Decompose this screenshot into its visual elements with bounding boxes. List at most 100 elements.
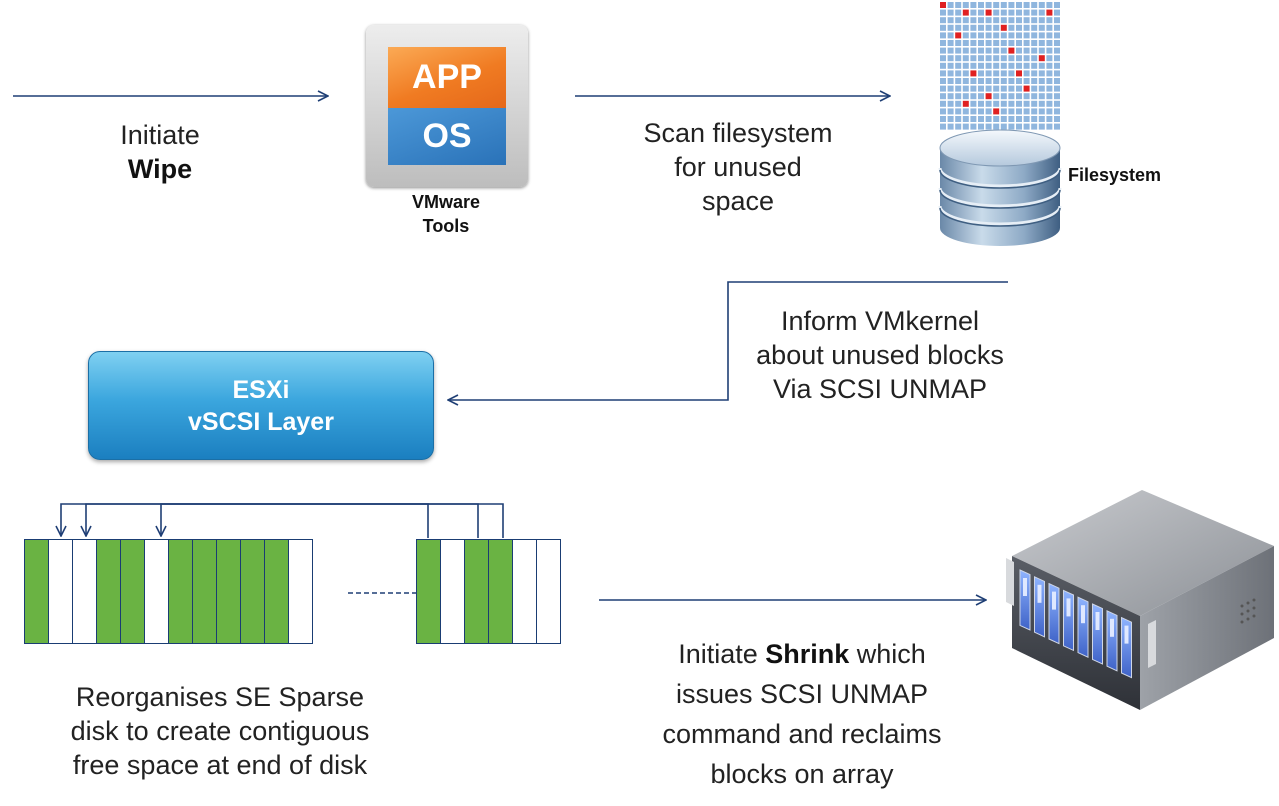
grid-cell	[1016, 93, 1022, 100]
grid-cell	[1038, 123, 1045, 130]
grid-cell	[1054, 70, 1060, 77]
used-block	[120, 539, 145, 644]
shrink-line3: command and reclaims	[662, 719, 942, 749]
shrink-caption: Initiate Shrink which issues SCSI UNMAP …	[612, 634, 992, 794]
grid-cell	[1016, 2, 1022, 8]
free-block	[512, 539, 537, 644]
grid-cell	[1031, 85, 1038, 92]
grid-cell	[940, 116, 946, 122]
grid-cell	[978, 70, 984, 77]
grid-cell	[1016, 55, 1022, 62]
grid-cell	[1016, 40, 1022, 46]
grid-cell	[955, 108, 962, 115]
grid-cell	[993, 100, 1000, 107]
esxi-line2: vSCSI Layer	[188, 407, 334, 436]
grid-cell	[1016, 78, 1022, 84]
grid-cell	[1008, 24, 1015, 31]
grid-cell	[970, 78, 977, 84]
grid-cell	[985, 9, 992, 16]
grid-cell	[955, 2, 962, 8]
grid-cell	[947, 123, 954, 130]
grid-cell	[1000, 17, 1007, 24]
grid-cell	[1031, 9, 1038, 16]
grid-cell	[947, 2, 954, 8]
grid-cell	[1008, 9, 1015, 16]
grid-cell	[962, 85, 969, 92]
grid-cell	[1046, 93, 1053, 100]
grid-cell	[970, 32, 977, 39]
grid-cell	[993, 85, 1000, 92]
grid-cell	[993, 47, 1000, 54]
drive-bay	[1063, 589, 1074, 652]
grid-cell	[978, 24, 984, 31]
grid-cell	[985, 78, 992, 84]
filesystem-label: Filesystem	[1068, 165, 1162, 185]
grid-cell	[993, 123, 1000, 130]
drive-handle	[1124, 625, 1129, 644]
initiate-wipe-line1: Initiate	[120, 120, 200, 150]
grid-cell	[947, 78, 954, 84]
grid-cell	[993, 24, 1000, 31]
grid-cell	[985, 85, 992, 92]
free-block	[144, 539, 169, 644]
grid-cell	[1000, 24, 1007, 31]
grid-cell	[1046, 32, 1053, 39]
grid-cell	[1023, 100, 1030, 107]
app-label: APP	[388, 47, 506, 108]
grid-cell	[1000, 32, 1007, 39]
grid-cell	[1054, 47, 1060, 54]
grid-cell	[985, 2, 992, 8]
grid-cell	[940, 9, 946, 16]
shrink-line4: blocks on array	[710, 759, 894, 789]
drive-handle	[1023, 578, 1027, 596]
grid-cell	[1054, 116, 1060, 122]
grid-cell	[947, 9, 954, 16]
inform-line3: Via SCSI UNMAP	[772, 374, 988, 404]
scan-caption: Scan filesystem for unused space	[618, 116, 858, 218]
shrink-line1: Initiate Shrink which	[612, 634, 992, 674]
grid-cell	[993, 93, 1000, 100]
grid-cell	[1054, 55, 1060, 62]
scan-line3: space	[701, 186, 775, 216]
grid-cell	[955, 100, 962, 107]
grid-cell	[962, 55, 969, 62]
grid-cell	[962, 123, 969, 130]
grid-cell	[955, 40, 962, 46]
grid-cell	[1023, 32, 1030, 39]
grid-cell	[970, 100, 977, 107]
storage-server-icon	[1006, 490, 1274, 710]
grid-cell	[1023, 24, 1030, 31]
drive-handle	[1052, 591, 1056, 610]
grid-cell	[947, 85, 954, 92]
grid-cell	[1038, 108, 1045, 115]
grid-cell	[970, 47, 977, 54]
grid-cell	[1008, 123, 1015, 130]
grid-cell	[947, 116, 954, 122]
grid-cell	[1016, 100, 1022, 107]
reorganise-line1: Reorganises SE Sparse	[75, 682, 365, 712]
free-block	[440, 539, 465, 644]
grid-cell	[1054, 17, 1060, 24]
os-label: OS	[388, 108, 506, 165]
grid-cell	[955, 78, 962, 84]
used-block	[96, 539, 121, 644]
grid-cell	[1000, 78, 1007, 84]
grid-cell	[1038, 78, 1045, 84]
grid-cell	[993, 108, 1000, 115]
grid-cell	[1038, 2, 1045, 8]
relocate-arrow-3	[161, 503, 429, 538]
initiate-wipe-caption: Initiate Wipe	[80, 118, 240, 186]
grid-cell	[970, 123, 977, 130]
grid-cell	[962, 93, 969, 100]
grid-cell	[1038, 17, 1045, 24]
inform-caption: Inform VMkernel about unused blocks Via …	[740, 304, 1020, 406]
grid-cell	[985, 116, 992, 122]
grid-cell	[985, 108, 992, 115]
drive-bay	[1019, 569, 1031, 631]
grid-cell	[1016, 62, 1022, 69]
grid-cell	[1031, 55, 1038, 62]
grid-cell	[1008, 32, 1015, 39]
arrow-to-esxi	[448, 281, 1008, 400]
shrink-bold: Shrink	[765, 639, 850, 669]
used-block	[264, 539, 289, 644]
